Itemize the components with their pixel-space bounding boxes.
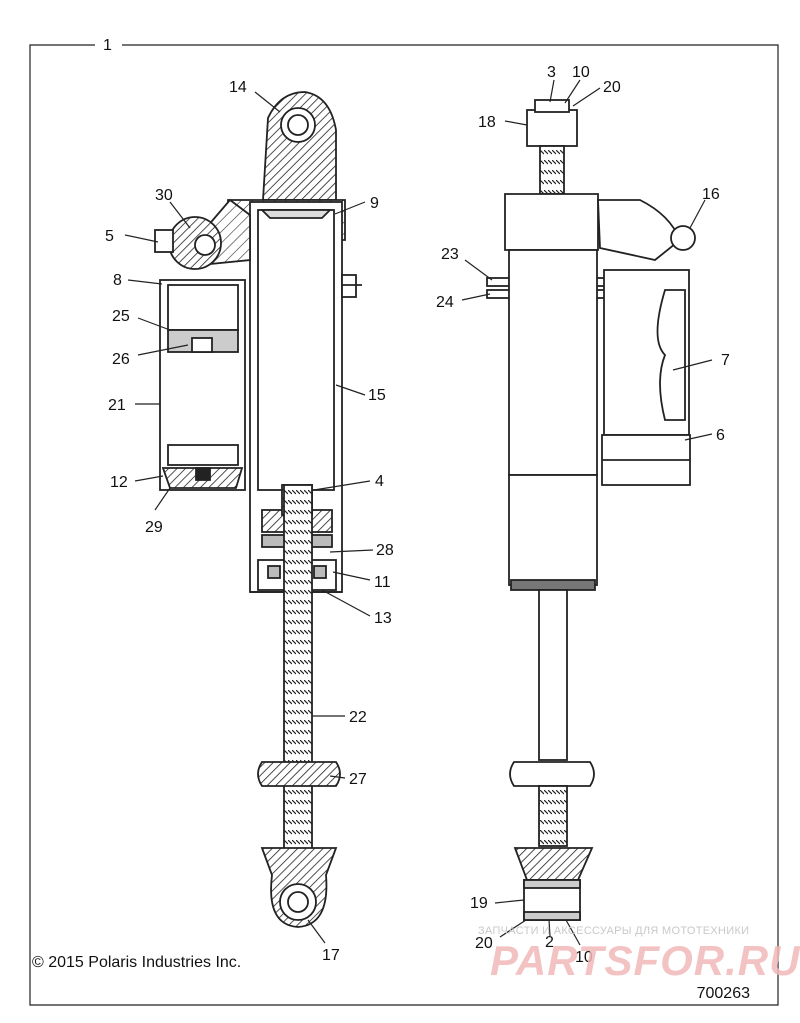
callout-9: 9 xyxy=(370,195,379,212)
callout-26: 26 xyxy=(112,351,130,368)
callout-15: 15 xyxy=(368,387,386,404)
callout-29: 29 xyxy=(145,519,163,536)
callout-30: 30 xyxy=(155,187,173,204)
callout-10-bottom: 10 xyxy=(575,949,593,966)
callout-2: 2 xyxy=(545,934,554,951)
callout-16: 16 xyxy=(702,186,720,203)
left-reservoir-section xyxy=(154,198,251,491)
callout-28: 28 xyxy=(376,542,394,559)
watermark-logo: PARTSFOR.RU xyxy=(490,937,800,984)
callout-19: 19 xyxy=(470,895,488,912)
copyright-text: © 2015 Polaris Industries Inc. xyxy=(32,954,242,971)
callout-8: 8 xyxy=(113,272,122,289)
callout-labels: 14 30 5 8 25 26 21 12 29 9 15 4 28 11 13… xyxy=(105,64,730,966)
callout-23: 23 xyxy=(441,246,459,263)
frame xyxy=(29,44,779,1006)
callout-20-top: 20 xyxy=(603,79,621,96)
callout-7: 7 xyxy=(721,352,730,369)
callout-20-bottom: 20 xyxy=(475,935,493,952)
callout-21: 21 xyxy=(108,397,126,414)
callout-13: 13 xyxy=(374,610,392,627)
frame-label: 1 xyxy=(103,37,112,54)
callout-17: 17 xyxy=(322,947,340,964)
right-shock-exterior xyxy=(486,99,696,921)
callout-11: 11 xyxy=(374,574,391,591)
callout-6: 6 xyxy=(716,427,725,444)
callout-14: 14 xyxy=(229,79,247,96)
part-number: 700263 xyxy=(696,985,750,1002)
leader-lines xyxy=(124,79,713,946)
callout-5: 5 xyxy=(105,228,114,245)
watermark-tagline: ЗАПЧАСТИ И АКСЕССУАРЫ ДЛЯ МОТОТЕХНИКИ xyxy=(478,925,750,937)
callout-12: 12 xyxy=(110,474,128,491)
callout-3: 3 xyxy=(547,64,556,81)
callout-18: 18 xyxy=(478,114,496,131)
callout-25: 25 xyxy=(112,308,130,325)
callout-10-top: 10 xyxy=(572,64,590,81)
left-shock-section xyxy=(227,91,362,928)
callout-22: 22 xyxy=(349,709,367,726)
callout-24: 24 xyxy=(436,294,454,311)
callout-27: 27 xyxy=(349,771,367,788)
callout-4: 4 xyxy=(375,473,384,490)
